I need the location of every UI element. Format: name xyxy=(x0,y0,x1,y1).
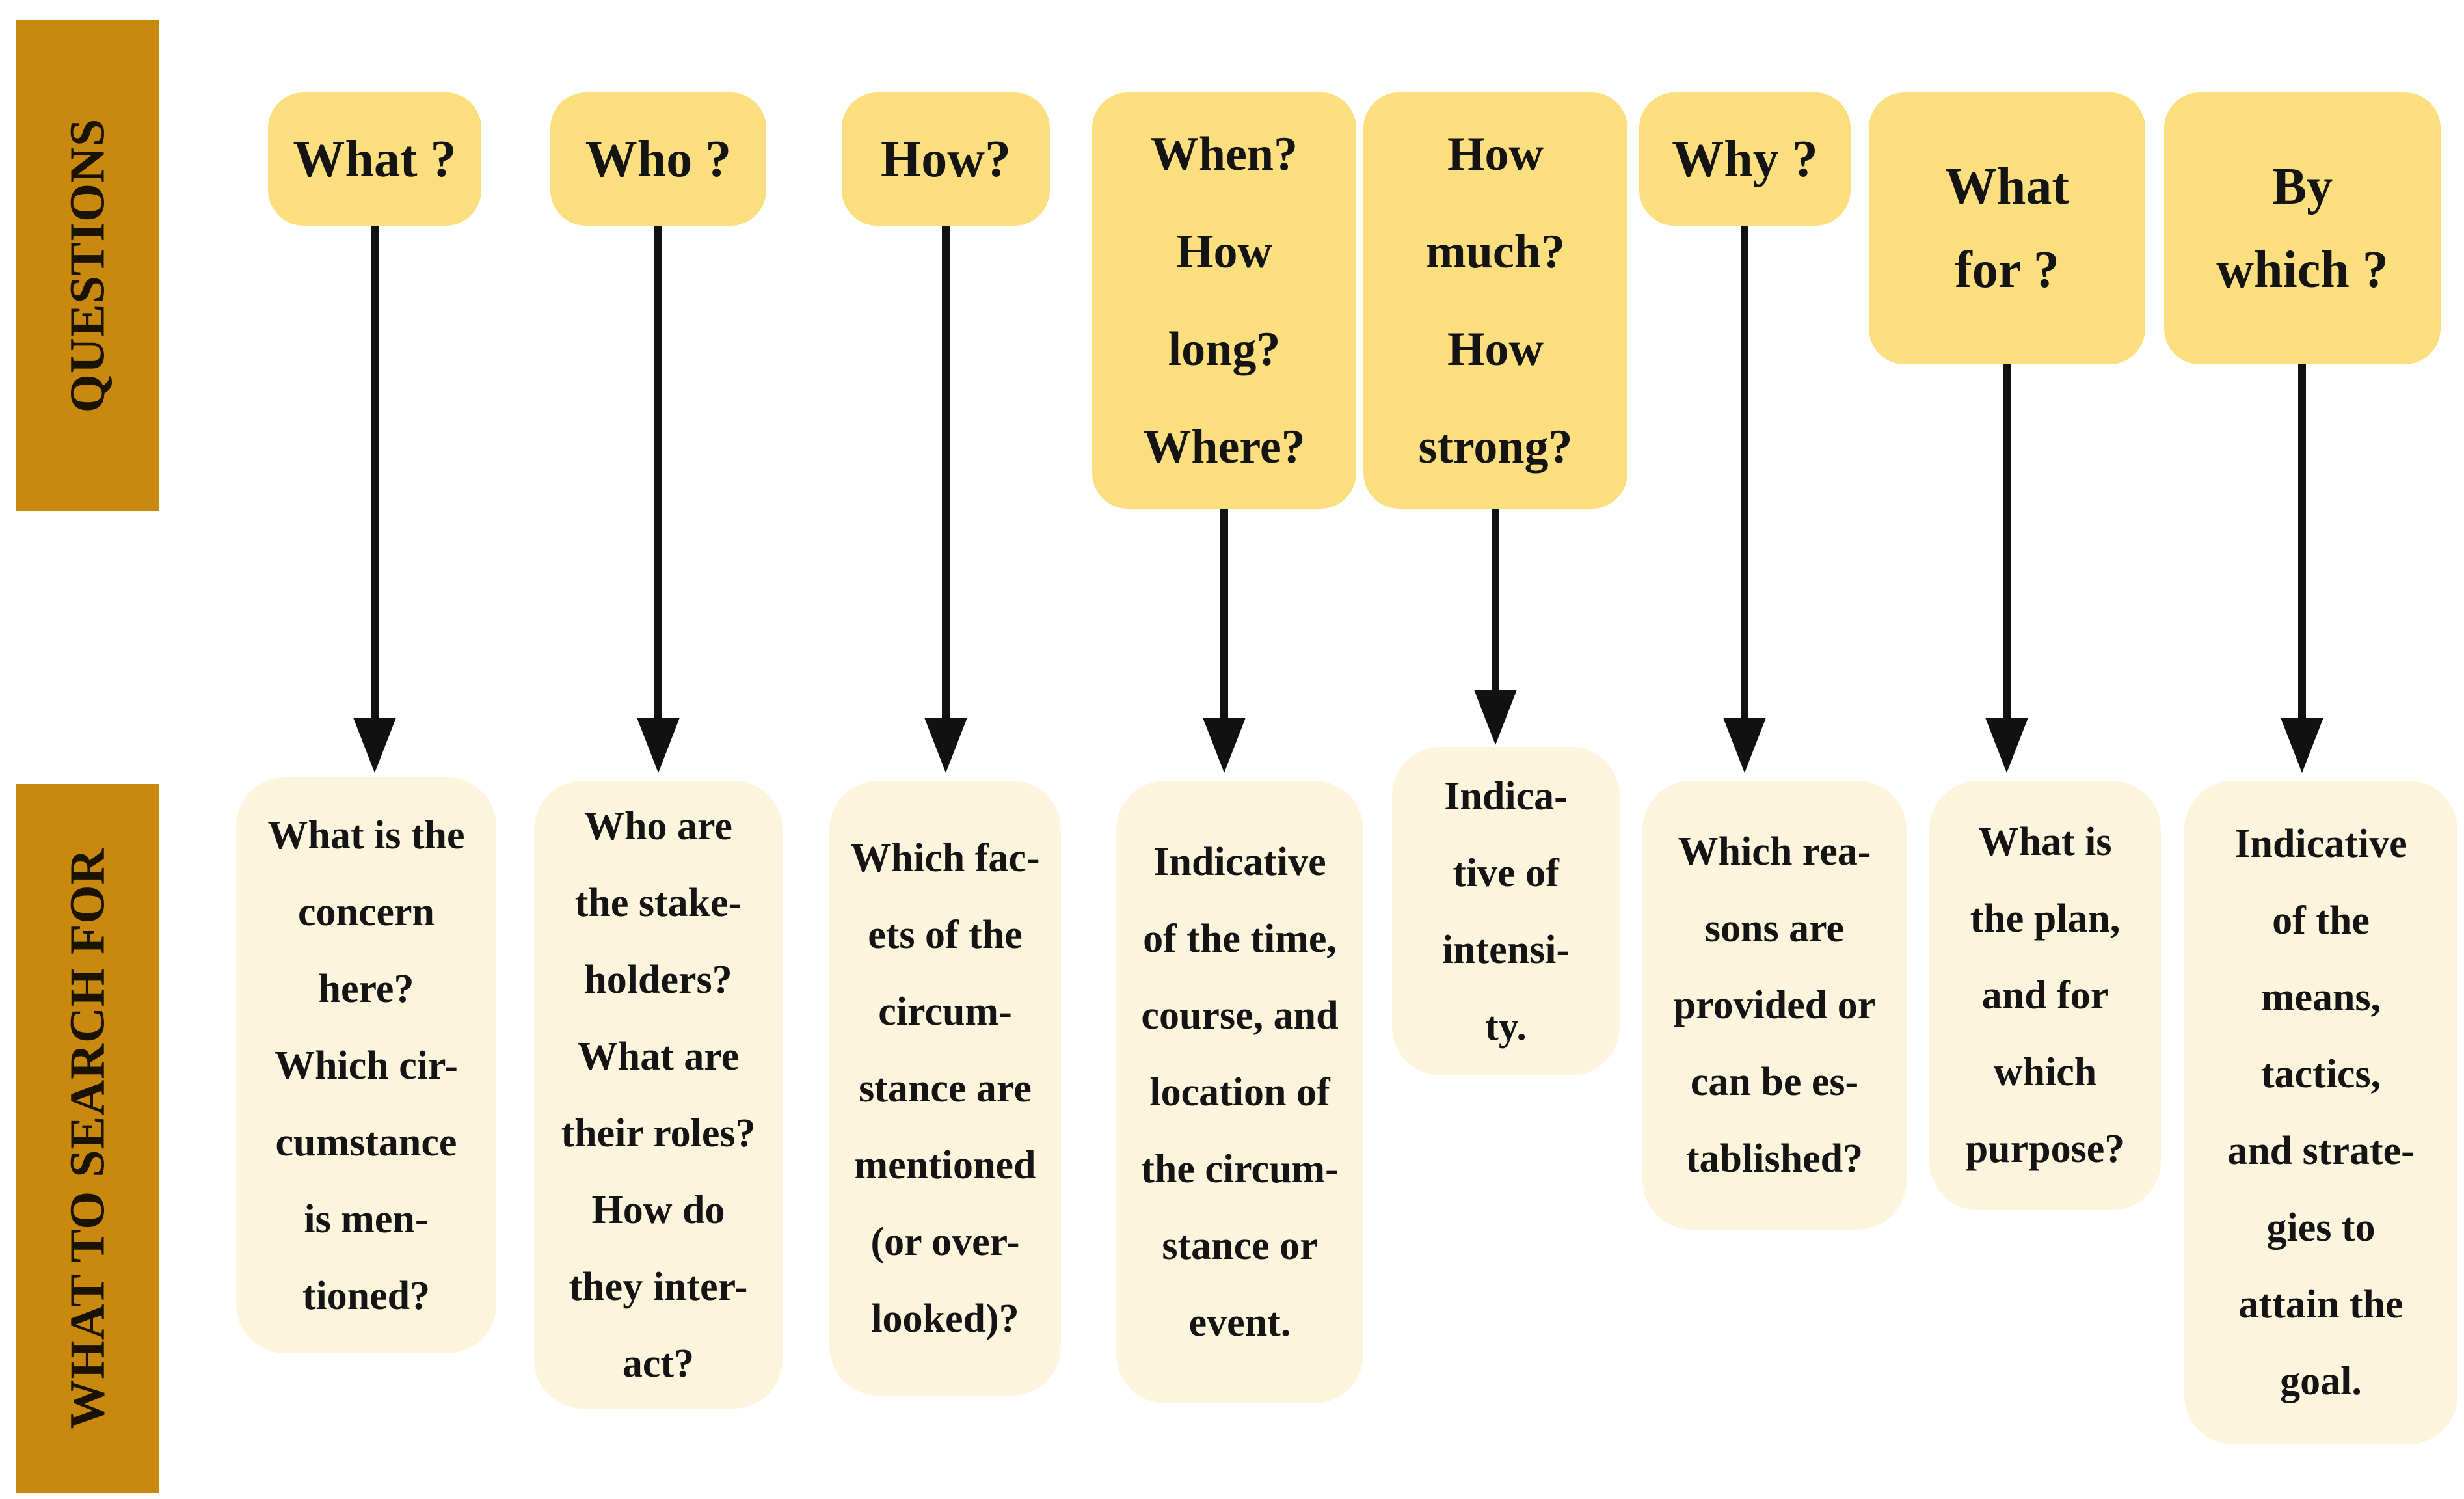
answer-box-what-for: What is the plan, and for which purpose? xyxy=(1929,781,2161,1210)
arrowhead-down-icon xyxy=(1203,718,1246,773)
arrowhead-down-icon xyxy=(1723,718,1766,773)
arrow-when-how-long-where xyxy=(1203,509,1246,773)
answer-box-what: What is the concern here? Which cir- cum… xyxy=(236,777,496,1353)
arrow-shaft xyxy=(654,226,662,721)
arrowhead-down-icon xyxy=(353,718,396,773)
answer-box-when-how-long-where: Indicative of the time, course, and loca… xyxy=(1116,781,1363,1403)
arrow-who xyxy=(637,226,680,773)
question-label-by-which: By which ? xyxy=(2216,158,2389,299)
answer-text-what: What is the concern here? Which cir- cum… xyxy=(267,813,465,1318)
question-box-how: How? xyxy=(842,92,1050,226)
answer-text-who: Who are the stake- holders? What are the… xyxy=(561,804,756,1386)
answer-box-who: Who are the stake- holders? What are the… xyxy=(534,781,783,1409)
arrow-why xyxy=(1723,226,1766,773)
arrow-what-for xyxy=(1985,364,2028,773)
arrow-what xyxy=(353,226,396,773)
what-to-search-for-row-label: WHAT TO SEARCH FOR xyxy=(60,848,115,1429)
arrow-shaft xyxy=(1741,226,1748,721)
question-box-what-for: What for ? xyxy=(1869,92,2145,364)
answer-box-by-which: Indicative of the means, tactics, and st… xyxy=(2184,781,2457,1444)
arrow-shaft xyxy=(1220,509,1228,721)
answer-text-how-much-how-strong: Indica- tive of intensi- ty. xyxy=(1441,774,1570,1049)
arrow-how xyxy=(924,226,967,773)
question-label-when-how-long-where: When? How long? Where? xyxy=(1143,128,1306,474)
arrow-shaft xyxy=(2003,364,2011,721)
arrow-by-which xyxy=(2281,364,2323,773)
question-box-by-which: By which ? xyxy=(2164,92,2441,364)
arrow-shaft xyxy=(942,226,950,721)
question-label-what-for: What for ? xyxy=(1944,158,2070,299)
answer-text-what-for: What is the plan, and for which purpose? xyxy=(1965,820,2125,1171)
arrowhead-down-icon xyxy=(1474,690,1517,745)
questions-row-label: QUESTIONS xyxy=(60,118,115,412)
question-label-who: Who ? xyxy=(585,130,732,188)
question-box-why: Why ? xyxy=(1639,92,1851,226)
arrowhead-down-icon xyxy=(2281,718,2323,773)
answer-text-how: Which fac- ets of the circum- stance are… xyxy=(850,835,1040,1341)
question-box-how-much-how-strong: How much? How strong? xyxy=(1363,92,1627,509)
question-box-when-how-long-where: When? How long? Where? xyxy=(1092,92,1356,509)
arrow-shaft xyxy=(371,226,379,721)
arrow-how-much-how-strong xyxy=(1474,509,1517,745)
what-to-search-for-row-bar: WHAT TO SEARCH FOR xyxy=(16,784,159,1493)
answer-text-why: Which rea- sons are provided or can be e… xyxy=(1673,830,1876,1181)
question-label-what: What ? xyxy=(293,130,457,188)
question-box-who: Who ? xyxy=(550,92,766,226)
answer-text-when-how-long-where: Indicative of the time, course, and loca… xyxy=(1141,839,1339,1345)
question-box-what: What ? xyxy=(268,92,481,226)
question-label-how: How? xyxy=(881,130,1011,188)
arrow-shaft xyxy=(1492,509,1499,693)
answer-text-by-which: Indicative of the means, tactics, and st… xyxy=(2227,822,2415,1403)
arrowhead-down-icon xyxy=(637,718,680,773)
arrowhead-down-icon xyxy=(924,718,967,773)
answer-box-how: Which fac- ets of the circum- stance are… xyxy=(829,781,1061,1396)
arrow-shaft xyxy=(2298,364,2306,721)
answer-box-how-much-how-strong: Indica- tive of intensi- ty. xyxy=(1392,747,1620,1075)
question-label-how-much-how-strong: How much? How strong? xyxy=(1418,128,1573,474)
questions-row-bar: QUESTIONS xyxy=(16,20,159,511)
question-label-why: Why ? xyxy=(1672,130,1818,188)
arrowhead-down-icon xyxy=(1985,718,2028,773)
answer-box-why: Which rea- sons are provided or can be e… xyxy=(1642,781,1907,1230)
